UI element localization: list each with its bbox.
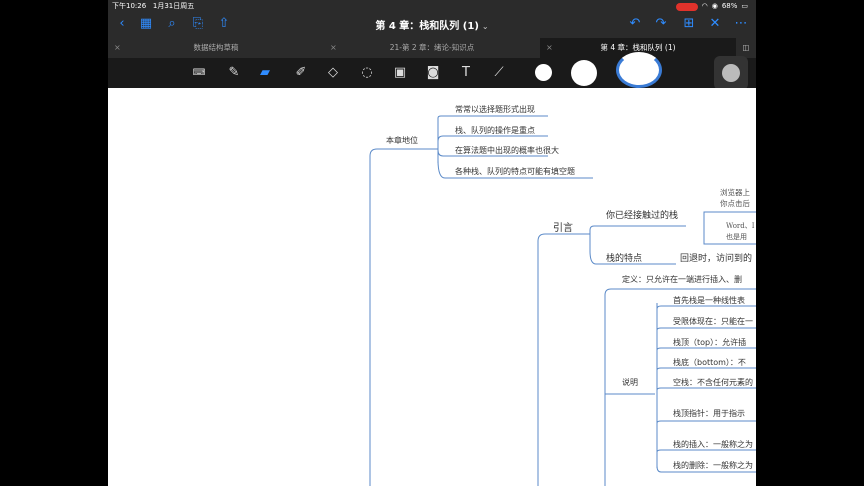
eraser-settings-panel[interactable] <box>714 56 748 90</box>
node-intro: 引言 <box>553 223 573 234</box>
node-explanation-item: 栈顶（top）：允许插 <box>673 338 747 347</box>
laser-icon[interactable]: ⟋ <box>494 65 504 80</box>
bookmark-icon[interactable]: ⎘ <box>192 16 204 31</box>
node-status-item: 常常以选择题形式出现 <box>455 105 535 114</box>
tab-label[interactable]: 数据结构草稿 <box>193 43 239 52</box>
tab-bar: × 数据结构草稿 × 21-第 2 章：绪论-知识点 × 第 4 章：栈和队列 … <box>108 38 756 58</box>
node-stack-features: 栈的特点 <box>606 254 643 264</box>
text-icon[interactable]: T <box>462 65 470 80</box>
tab-label[interactable]: 21-第 2 章：绪论-知识点 <box>389 43 475 52</box>
node-explanation: 说明 <box>622 378 638 387</box>
document-title-text[interactable]: 第 4 章：栈和队列 (1) <box>375 21 479 32</box>
highlighter-icon[interactable]: ✐ <box>295 65 307 80</box>
note-browser-line2: 你点击后 <box>720 199 750 208</box>
note-canvas[interactable]: 本章地位 常常以选择题形式出现 栈、队列的操作是重点 在算法题中出现的概率也很大… <box>108 88 756 486</box>
image-icon[interactable]: ▣ <box>393 65 407 80</box>
close-icon[interactable]: ✕ <box>709 16 721 31</box>
tab-3[interactable]: × 第 4 章：栈和队列 (1) <box>540 38 736 58</box>
close-tab-icon[interactable]: × <box>546 43 553 52</box>
node-explanation-item: 栈的删除：一般称之为 <box>673 461 753 470</box>
annotation-toolbar: ⌨ ✎ ▰ ✐ ◇ ◌ ▣ ◙ T ⟋ <box>108 52 756 90</box>
tab-label[interactable]: 第 4 章：栈和队列 (1) <box>600 43 676 52</box>
node-status-item: 各种栈、队列的特点可能有填空题 <box>455 167 575 176</box>
lasso-icon[interactable]: ◌ <box>361 65 373 80</box>
undo-icon[interactable]: ↶ <box>629 16 641 31</box>
mindmap-connectors <box>369 115 756 486</box>
tab-1[interactable]: × 数据结构草稿 <box>108 38 324 58</box>
close-tab-icon[interactable]: × <box>330 43 337 52</box>
grid-view-icon[interactable]: ▦ <box>139 16 153 31</box>
node-features-note: 回退时，访问到的 <box>680 254 753 264</box>
note-browser-line1: 浏览器上 <box>720 188 750 197</box>
ipad-screen: 下午10:26 1月31日周五 ◠ ◉ 68% ▭ ‹ ▦ ⌕ ⎘ ⇧ 第 4 … <box>108 0 756 486</box>
back-chevron-icon[interactable]: ‹ <box>119 16 125 31</box>
share-icon[interactable]: ⇧ <box>218 16 230 31</box>
eraser-icon[interactable]: ▰ <box>260 65 270 80</box>
small-size-option[interactable] <box>535 64 552 81</box>
note-word-line1: Word、I <box>726 222 755 230</box>
redo-icon[interactable]: ↷ <box>655 16 667 31</box>
large-size-option[interactable] <box>571 60 597 86</box>
status-date: 1月31日周五 <box>152 2 195 10</box>
battery-percent: 68% <box>721 2 738 10</box>
node-explanation-item: 空栈：不含任何元素的 <box>673 378 753 387</box>
split-view-icon[interactable]: ◫ <box>742 43 750 52</box>
node-explanation-item: 栈的插入：一般称之为 <box>673 440 753 449</box>
status-bar: 下午10:26 1月31日周五 ◠ ◉ 68% ▭ <box>108 0 756 12</box>
wifi-icon: ◠ <box>701 2 708 10</box>
status-time: 下午10:26 <box>112 2 147 10</box>
node-explanation-item: 受限体现在：只能在一 <box>673 317 753 326</box>
node-explanation-item: 首先栈是一种线性表 <box>673 296 745 305</box>
selected-size-option[interactable] <box>616 52 662 88</box>
eraser-size-option[interactable] <box>722 64 740 82</box>
screen-recording-icon <box>675 3 698 11</box>
more-icon[interactable]: ⋯ <box>734 16 748 31</box>
shapes-icon[interactable]: ◇ <box>328 65 338 80</box>
navigation-bar: ‹ ▦ ⌕ ⎘ ⇧ 第 4 章：栈和队列 (1)⌄ ↶ ↷ ⊞ ✕ ⋯ <box>108 12 756 38</box>
camera-icon[interactable]: ◙ <box>426 65 440 80</box>
node-touched-stack: 你已经接触过的栈 <box>606 211 679 221</box>
orientation-lock-icon: ◉ <box>711 2 718 10</box>
node-status-item: 栈、队列的操作是重点 <box>455 126 535 135</box>
note-word-line2: 也是用 <box>726 233 747 241</box>
node-explanation-item: 栈底（bottom）：不 <box>673 358 746 367</box>
node-explanation-item: 栈顶指针：用于指示 <box>673 409 745 418</box>
tab-2[interactable]: × 21-第 2 章：绪论-知识点 <box>324 38 540 58</box>
search-icon[interactable]: ⌕ <box>168 16 176 31</box>
pen-icon[interactable]: ✎ <box>228 65 240 80</box>
node-chapter-status: 本章地位 <box>386 136 418 145</box>
node-definition: 定义：只允许在一端进行插入、删 <box>622 275 742 284</box>
close-tab-icon[interactable]: × <box>114 43 121 52</box>
node-status-item: 在算法题中出现的概率也很大 <box>455 146 559 155</box>
chevron-down-icon[interactable]: ⌄ <box>481 22 489 31</box>
battery-icon: ▭ <box>741 2 748 10</box>
keyboard-icon[interactable]: ⌨ <box>192 68 206 78</box>
add-page-icon[interactable]: ⊞ <box>683 16 695 31</box>
